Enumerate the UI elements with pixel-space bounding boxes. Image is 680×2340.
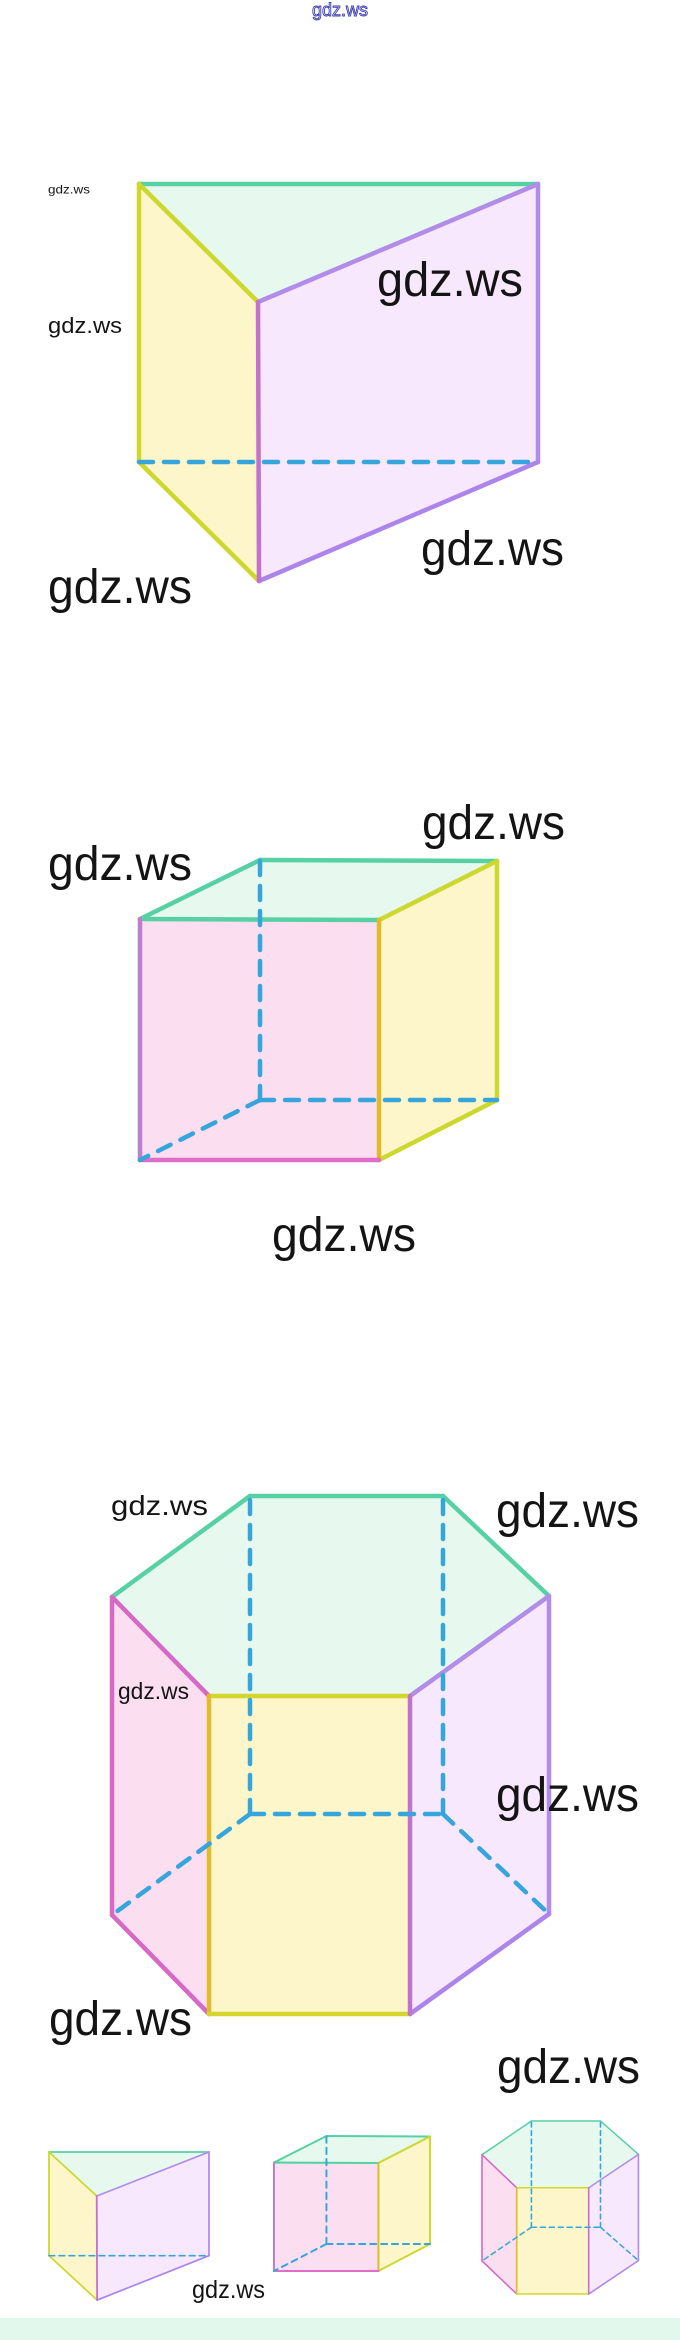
svg-text:gdz.ws: gdz.ws bbox=[48, 838, 192, 891]
svg-text:gdz.ws: gdz.ws bbox=[312, 0, 368, 20]
svg-text:gdz.ws: gdz.ws bbox=[49, 1993, 192, 2046]
svg-text:gdz.ws: gdz.ws bbox=[111, 1490, 208, 1521]
svg-text:gdz.ws: gdz.ws bbox=[48, 313, 122, 338]
svg-text:gdz.ws: gdz.ws bbox=[192, 2276, 265, 2304]
svg-text:gdz.ws: gdz.ws bbox=[497, 2041, 640, 2094]
svg-text:gdz.ws: gdz.ws bbox=[496, 1769, 639, 1822]
svg-text:gdz.ws: gdz.ws bbox=[496, 1485, 639, 1538]
svg-text:gdz.ws: gdz.ws bbox=[422, 797, 565, 850]
svg-text:gdz.ws: gdz.ws bbox=[377, 254, 523, 307]
svg-text:gdz.ws: gdz.ws bbox=[48, 183, 90, 197]
svg-text:gdz.ws: gdz.ws bbox=[272, 1209, 416, 1262]
svg-text:gdz.ws: gdz.ws bbox=[118, 1678, 189, 1704]
svg-text:gdz.ws: gdz.ws bbox=[421, 523, 564, 576]
svg-text:gdz.ws: gdz.ws bbox=[48, 561, 192, 614]
